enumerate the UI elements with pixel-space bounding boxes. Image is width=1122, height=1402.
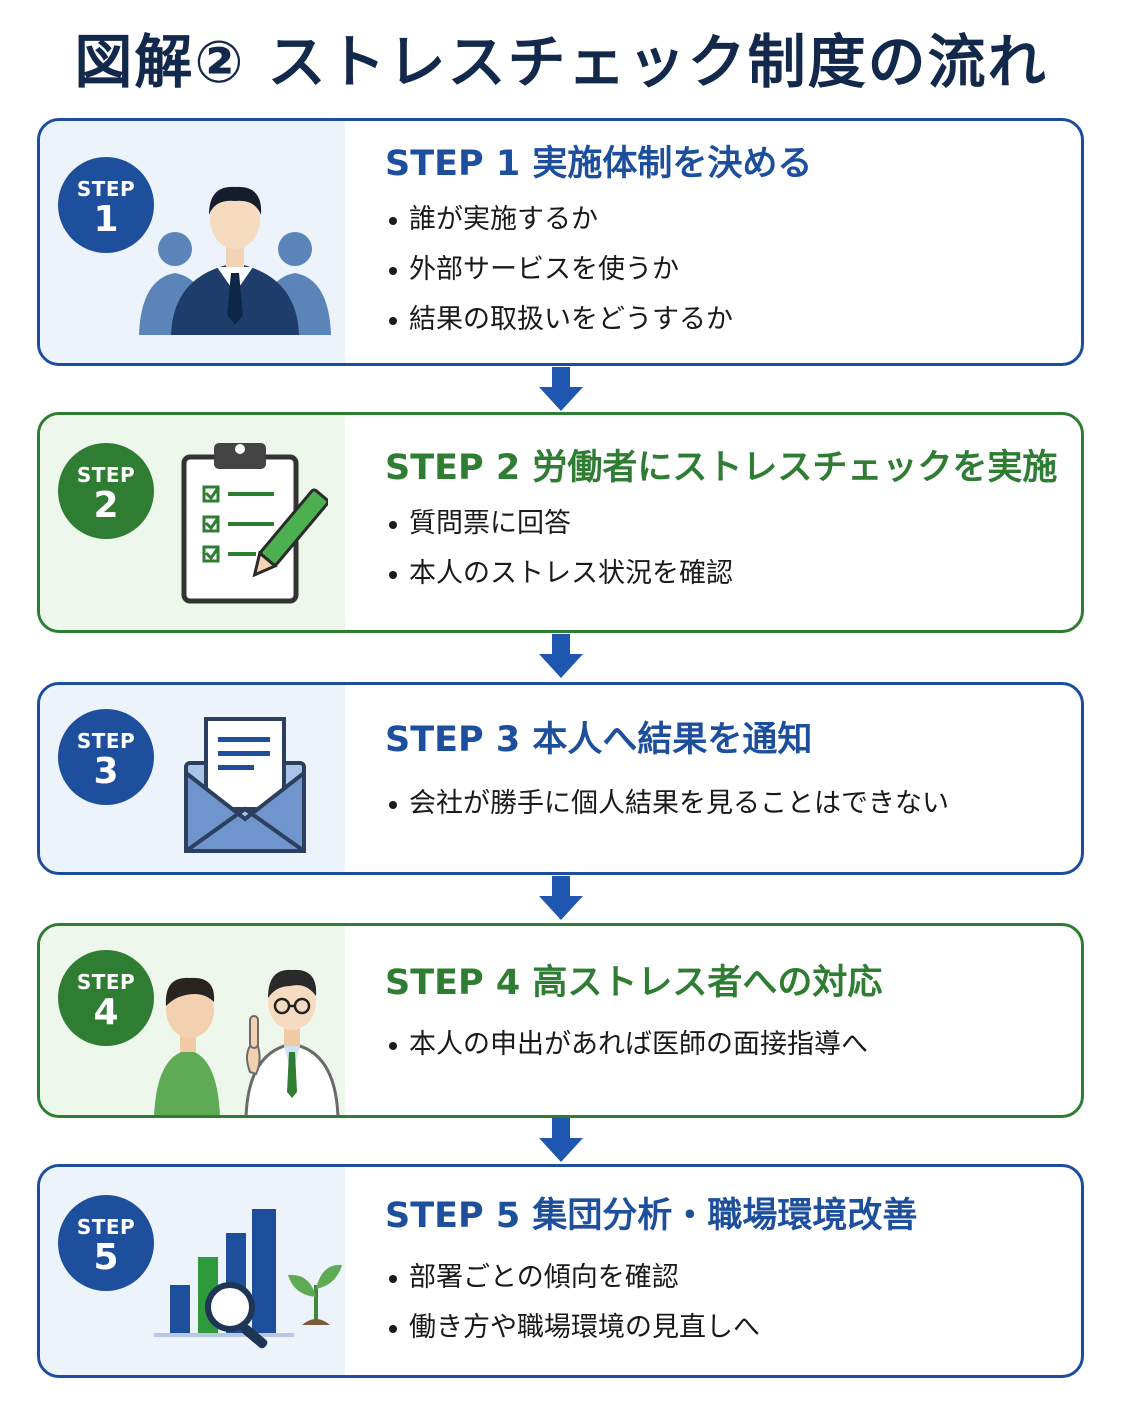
bullet-list: 誰が実施するか 外部サービスを使うか 結果の取扱いをどうするか (385, 195, 1071, 345)
step-badge-word: STEP (76, 729, 136, 753)
down-arrow-icon (539, 367, 583, 411)
clipboard-checklist-icon (181, 443, 328, 604)
step-badge-number: 4 (93, 992, 119, 1033)
envelope-letter-icon (184, 717, 306, 853)
list-item: 外部サービスを使うか (385, 245, 1071, 295)
list-item: 結果の取扱いをどうするか (385, 295, 1071, 345)
step-badge: STEP 3 (58, 709, 154, 805)
bullet-list: 会社が勝手に個人結果を見ることはできない (385, 779, 1071, 829)
step-badge-word: STEP (76, 177, 136, 201)
doctor-consultation-icon (154, 969, 340, 1115)
step-content: STEP 2 労働者にストレスチェックを実施 質問票に回答 本人のストレス状況を… (385, 445, 1071, 599)
step-heading: STEP 2 労働者にストレスチェックを実施 (385, 448, 1058, 488)
step-card-1: STEP 1 STEP 1 実施体制を決める 誰が実施するか 外部サービスを使う… (37, 118, 1084, 366)
bullet-list: 部署ごとの傾向を確認 働き方や職場環境の見直しへ (385, 1253, 1071, 1353)
step-heading: STEP 1 実施体制を決める (385, 144, 813, 184)
list-item: 部署ごとの傾向を確認 (385, 1253, 1071, 1303)
bullet-list: 質問票に回答 本人のストレス状況を確認 (385, 499, 1071, 599)
down-arrow-icon (539, 876, 583, 920)
bullet-list: 本人の申出があれば医師の面接指導へ (385, 1020, 1071, 1070)
step-badge-number: 2 (93, 485, 119, 526)
down-arrow-icon (539, 634, 583, 678)
step-heading: STEP 3 本人へ結果を通知 (385, 720, 813, 760)
page-title: 図解② ストレスチェック制度の流れ (74, 28, 1048, 96)
step-badge: STEP 4 (58, 950, 154, 1046)
step-badge-word: STEP (76, 970, 136, 994)
step-heading: STEP 5 集団分析・職場環境改善 (385, 1196, 918, 1236)
list-item: 会社が勝手に個人結果を見ることはできない (385, 779, 1071, 829)
step-badge: STEP 2 (58, 443, 154, 539)
step-card-3: STEP 3 STEP 3 本人へ結果を通知 会社が勝手に個人結果を見ることはで… (37, 682, 1084, 875)
list-item: 本人の申出があれば医師の面接指導へ (385, 1020, 1071, 1070)
list-item: 質問票に回答 (385, 499, 1071, 549)
step-content: STEP 3 本人へ結果を通知 会社が勝手に個人結果を見ることはできない (385, 717, 1071, 829)
step-card-2: STEP 2 STEP 2 労働者にストレスチェックを実施 質問票に回答 本人の… (37, 412, 1084, 633)
step-content: STEP 5 集団分析・職場環境改善 部署ごとの傾向を確認 働き方や職場環境の見… (385, 1193, 1071, 1353)
step-content: STEP 4 高ストレス者への対応 本人の申出があれば医師の面接指導へ (385, 960, 1071, 1070)
step-badge: STEP 5 (58, 1195, 154, 1291)
list-item: 働き方や職場環境の見直しへ (385, 1303, 1071, 1353)
step-badge-word: STEP (76, 1215, 136, 1239)
step-badge-word: STEP (76, 463, 136, 487)
step-card-5: STEP 5 STEP 5 集団分析・職場環境改善 部署ごとの傾向を確認 働き方… (37, 1164, 1084, 1378)
list-item: 本人のストレス状況を確認 (385, 549, 1071, 599)
step-heading: STEP 4 高ストレス者への対応 (385, 963, 883, 1003)
step-badge-number: 3 (93, 751, 119, 792)
step-badge: STEP 1 (58, 157, 154, 253)
step-card-4: STEP 4 STEP 4 高ストレス者への対応 本人の申出があれば医師の面接指… (37, 923, 1084, 1118)
bar-chart-magnifier-icon (154, 1209, 342, 1349)
list-item: 誰が実施するか (385, 195, 1071, 245)
step-badge-number: 1 (93, 199, 119, 240)
step-badge-number: 5 (93, 1237, 119, 1278)
down-arrow-icon (539, 1118, 583, 1162)
business-team-icon (139, 186, 331, 335)
step-content: STEP 1 実施体制を決める 誰が実施するか 外部サービスを使うか 結果の取扱… (385, 141, 1071, 345)
